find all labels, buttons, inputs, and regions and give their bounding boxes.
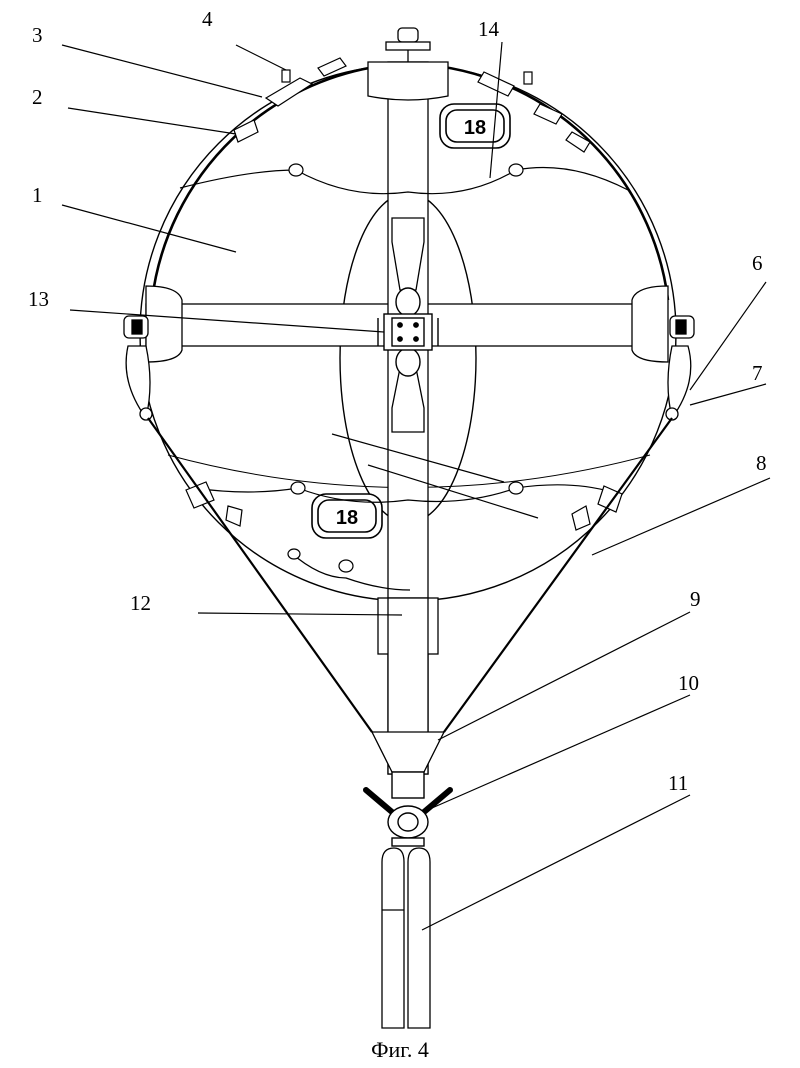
left-beam-bracket <box>145 285 183 363</box>
callout-11: 11 <box>668 771 688 795</box>
callout-8: 8 <box>756 451 767 475</box>
callout-2: 2 <box>32 85 43 109</box>
right-beam-bracket <box>631 285 669 363</box>
side-shackles <box>123 315 695 421</box>
number-plate-lower: 18 <box>311 493 383 539</box>
callout-1: 1 <box>32 183 43 207</box>
callout-13: 13 <box>28 287 49 311</box>
callout-14: 14 <box>478 17 500 41</box>
bridle-plate <box>370 731 446 773</box>
hook-assembly <box>363 771 453 847</box>
central-hub <box>377 287 439 377</box>
callout-9: 9 <box>690 587 701 611</box>
callout-7: 7 <box>752 361 763 385</box>
bridle-cables <box>147 417 673 733</box>
leader-lines <box>61 41 771 931</box>
lower-fins <box>185 481 623 531</box>
sphere-edge-upper-left <box>150 62 399 301</box>
top-fitting <box>385 27 431 62</box>
ballast-legs <box>381 847 431 1029</box>
edge-fittings <box>233 57 591 153</box>
upper-taper <box>391 217 425 291</box>
callout-6: 6 <box>752 251 763 275</box>
sphere-edge-upper-right <box>417 62 670 301</box>
callout-3: 3 <box>32 23 43 47</box>
frame-cross <box>145 61 669 775</box>
figure-caption: Фиг. 4 <box>371 1037 429 1062</box>
badge-upper-text: 18 <box>464 117 486 139</box>
badge-lower-text: 18 <box>336 507 358 529</box>
number-plate-upper: 18 <box>439 103 511 149</box>
callout-4: 4 <box>202 7 213 31</box>
rope-eyes <box>287 163 524 573</box>
callout-10: 10 <box>678 671 699 695</box>
callout-numbers: 1 2 3 4 6 7 8 9 10 11 12 13 14 <box>28 7 767 795</box>
callout-12: 12 <box>130 591 151 615</box>
rope-lines <box>179 166 629 591</box>
top-collar <box>367 61 449 101</box>
